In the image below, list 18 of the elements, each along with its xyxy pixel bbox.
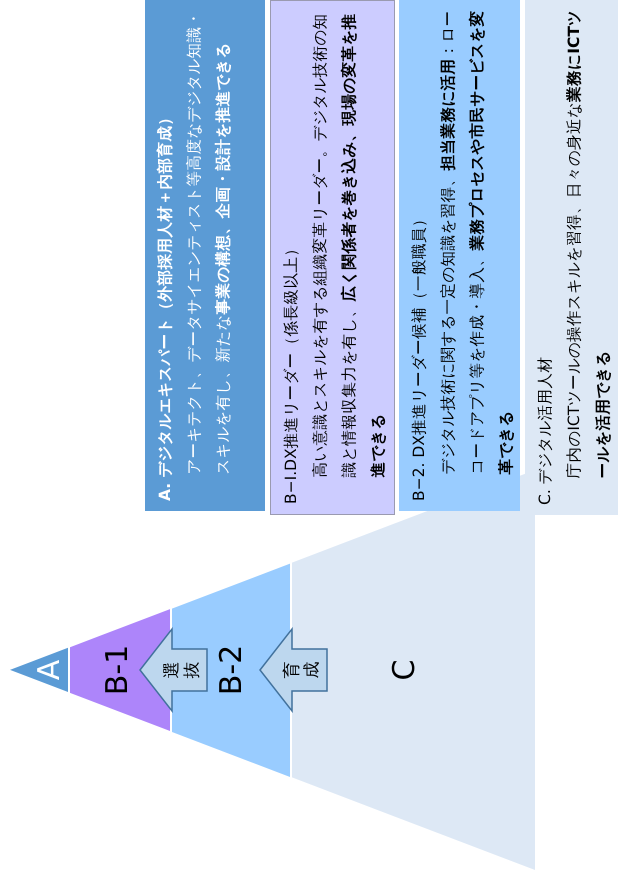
edge-label: 選抜 — [162, 661, 202, 679]
description-panel — [270, 0, 395, 515]
panel-heading: B−2. DX推進リーダー候補（一般職員） — [409, 210, 429, 501]
description-panel — [145, 0, 265, 511]
panel-heading: A. デジタルエキスパート（外部採用人材＋内部育成） — [155, 108, 175, 501]
block-arrow — [259, 626, 328, 714]
tier-label: A — [35, 660, 65, 680]
panel-description: 庁内のICTツールの操作スキルを習得、日々の身近な業務にICTツールを活用できる — [564, 10, 613, 481]
block-arrow — [139, 626, 208, 714]
tier-label: B-2 — [217, 644, 247, 696]
tier-label: B-1 — [103, 644, 133, 696]
panel-heading: C. デジタル活用人材 — [535, 355, 555, 505]
description-panel — [399, 0, 520, 511]
description-panel — [525, 0, 618, 515]
pyramid-tier — [10, 648, 68, 692]
panel-heading: B−Ⅰ.DX推進リーダー（係長級以上） — [281, 239, 301, 504]
tier-label: C — [390, 660, 420, 680]
edge-label: 育成 — [282, 661, 322, 679]
